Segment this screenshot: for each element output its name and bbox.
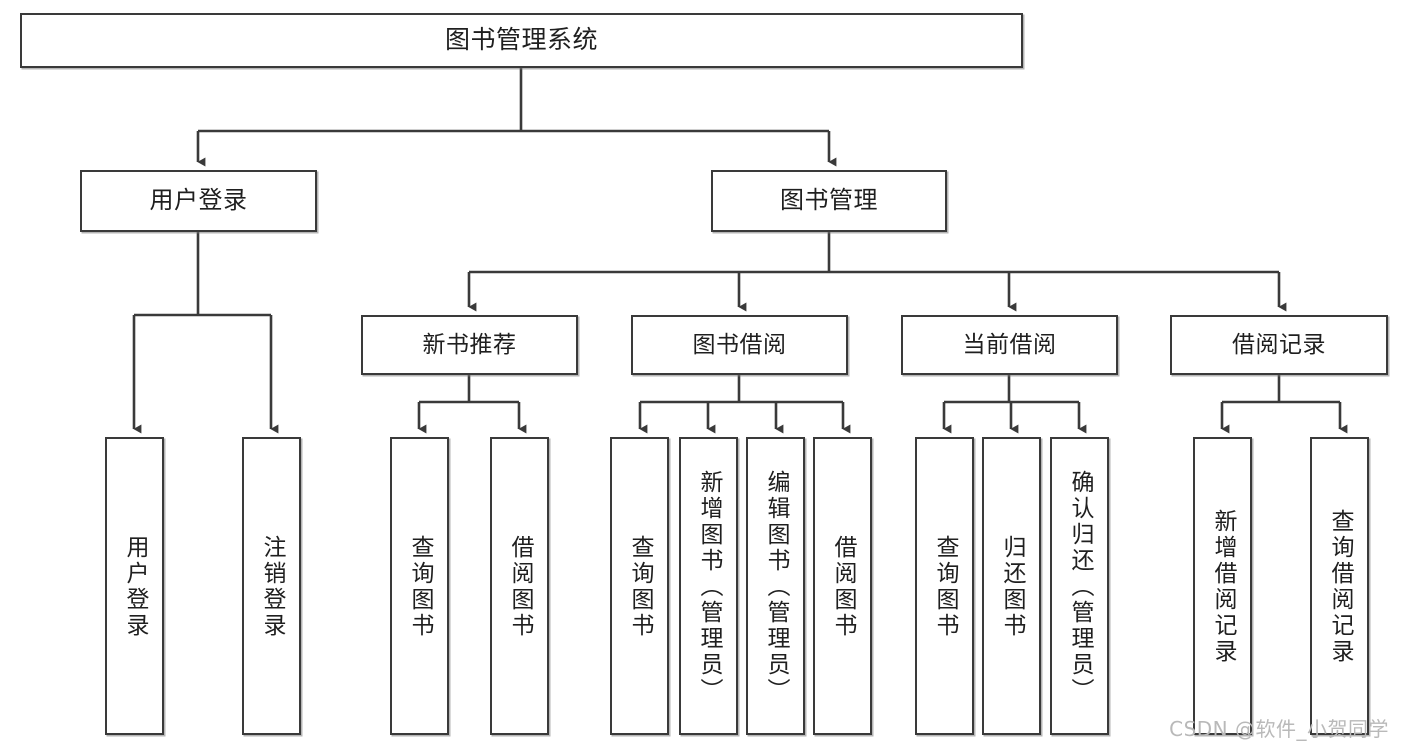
node-user-login[interactable]: 用户登录 [80, 170, 317, 232]
leaf-user-login[interactable]: 用户登录 [105, 437, 164, 735]
node-label: 新增图书（管理员） [696, 470, 722, 704]
node-label: 编辑图书（管理员） [763, 470, 789, 704]
watermark: CSDN @软件_小贺同学 [1169, 717, 1389, 741]
leaf-return-book[interactable]: 归还图书 [982, 437, 1041, 735]
node-label: 图书借阅 [692, 331, 787, 358]
leaf-query-borrow-record[interactable]: 查询借阅记录 [1310, 437, 1369, 735]
node-root-system[interactable]: 图书管理系统 [20, 13, 1023, 68]
leaf-logout[interactable]: 注销登录 [242, 437, 301, 735]
node-label: 图书管理 [780, 186, 878, 215]
node-label: 注销登录 [259, 535, 285, 639]
leaf-borrow-book[interactable]: 借阅图书 [813, 437, 872, 735]
leaf-query-book-current[interactable]: 查询图书 [915, 437, 974, 735]
node-label: 用户登录 [149, 186, 248, 215]
node-label: 借阅图书 [507, 535, 533, 639]
leaf-edit-book-admin[interactable]: 编辑图书（管理员） [746, 437, 805, 735]
node-label: 确认归还（管理员） [1067, 470, 1093, 704]
leaf-add-book-admin[interactable]: 新增图书（管理员） [679, 437, 738, 735]
node-label: 查询图书 [932, 535, 958, 639]
node-book-borrow[interactable]: 图书借阅 [631, 315, 848, 375]
node-label: 新书推荐 [422, 331, 517, 358]
node-label: 归还图书 [999, 535, 1025, 639]
node-label: 借阅记录 [1232, 331, 1326, 358]
node-label: 用户登录 [122, 535, 148, 639]
node-label: 图书管理系统 [444, 25, 598, 55]
node-current-borrow[interactable]: 当前借阅 [901, 315, 1118, 375]
node-label: 新增借阅记录 [1210, 509, 1236, 665]
node-label: 查询图书 [627, 535, 653, 639]
node-label: 当前借阅 [962, 331, 1057, 358]
leaf-confirm-return-admin[interactable]: 确认归还（管理员） [1050, 437, 1109, 735]
node-new-book-recommend[interactable]: 新书推荐 [361, 315, 578, 375]
node-label: 查询图书 [407, 535, 433, 639]
node-label: 查询借阅记录 [1327, 509, 1353, 665]
leaf-query-book-recommend[interactable]: 查询图书 [390, 437, 449, 735]
node-borrow-record[interactable]: 借阅记录 [1170, 315, 1388, 375]
node-label: 借阅图书 [830, 535, 856, 639]
leaf-borrow-book-recommend[interactable]: 借阅图书 [490, 437, 549, 735]
leaf-query-book-borrow[interactable]: 查询图书 [610, 437, 669, 735]
node-book-management[interactable]: 图书管理 [711, 170, 947, 232]
leaf-add-borrow-record[interactable]: 新增借阅记录 [1193, 437, 1252, 735]
